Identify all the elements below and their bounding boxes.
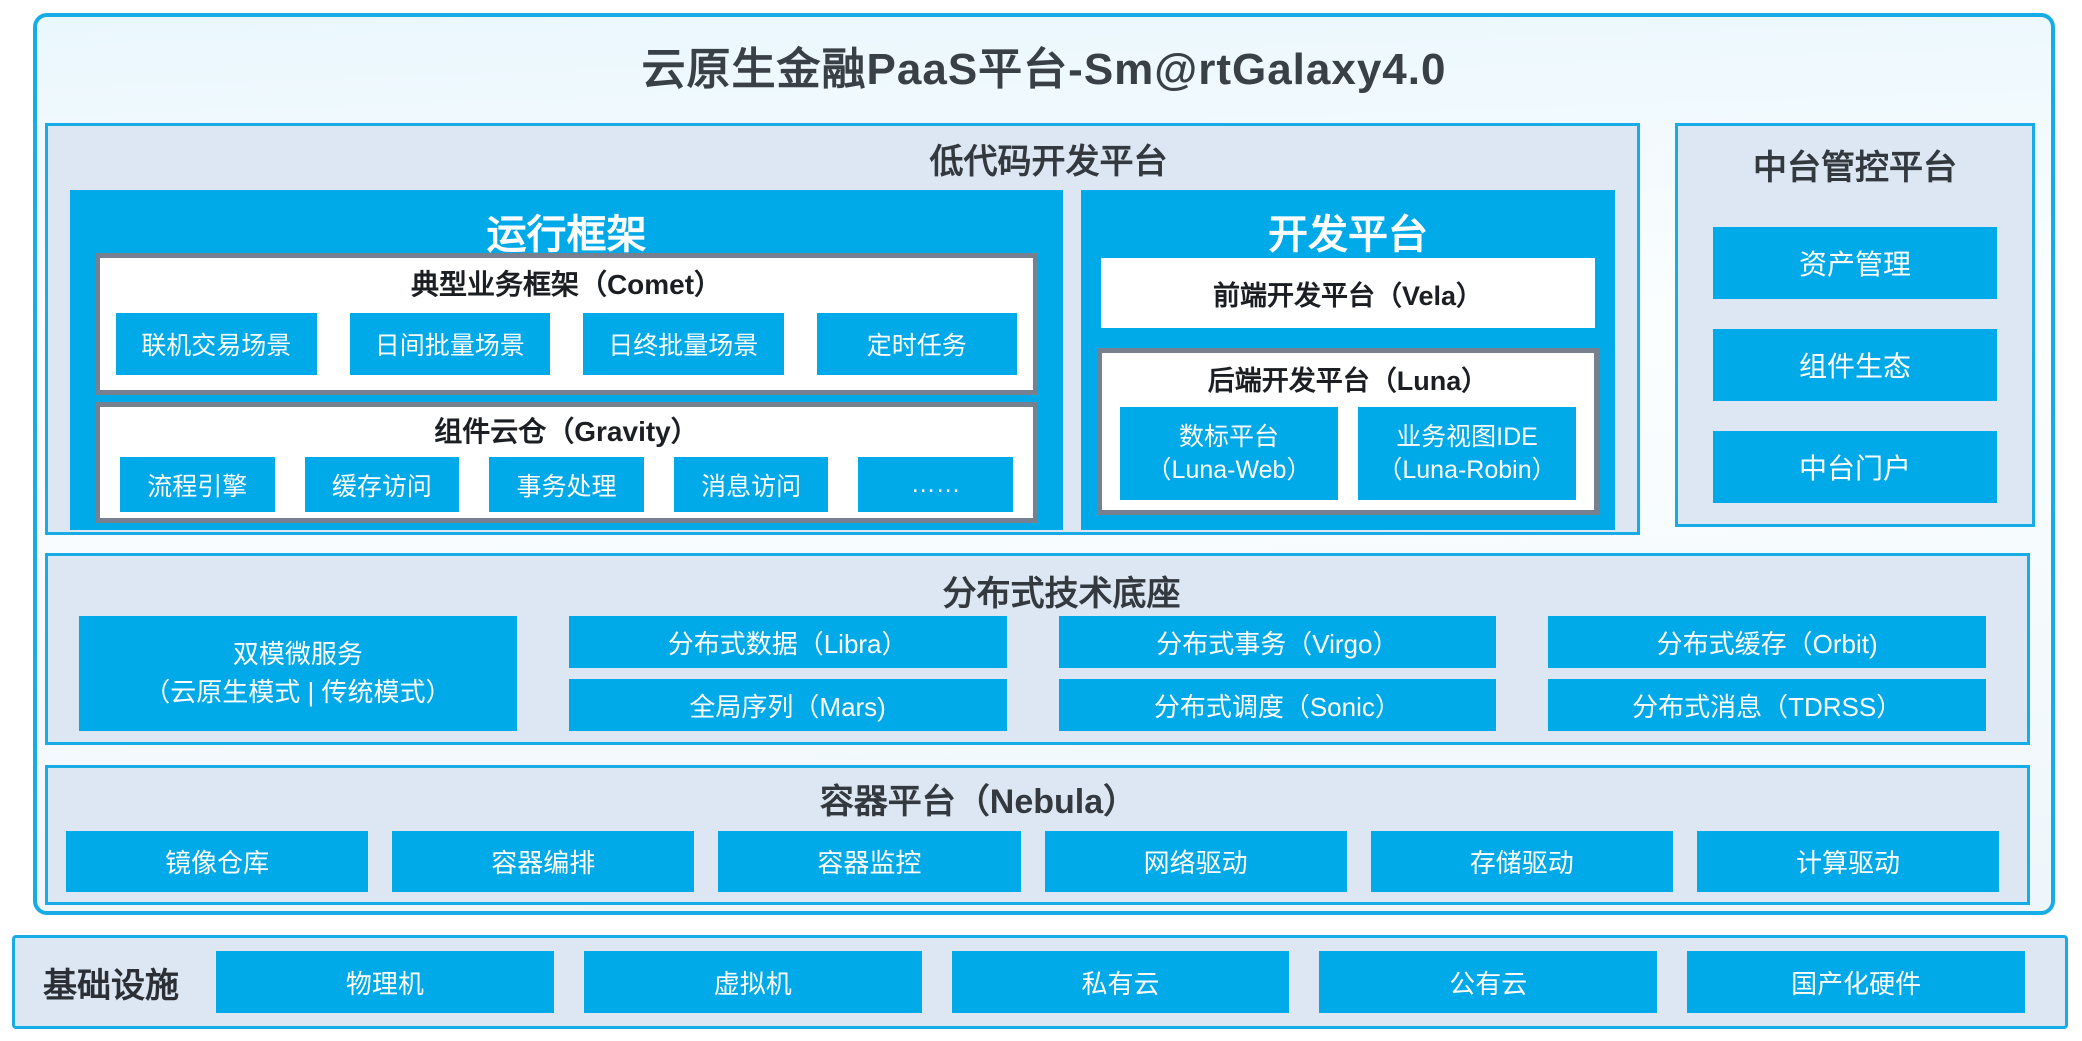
distributed-scheduling-block: 分布式调度（Sonic） (1058, 679, 1497, 731)
compute-driver-block: 计算驱动 (1696, 831, 2000, 892)
distributed-column: 双模微服务 （云原生模式 | 传统模式） (79, 616, 517, 732)
distributed-grid: 双模微服务 （云原生模式 | 传统模式） 分布式数据（Libra） 全局序列（M… (79, 616, 1986, 732)
infrastructure-panel: 基础设施 物理机 虚拟机 私有云 公有云 国产化硬件 (12, 935, 2068, 1029)
distributed-base-header: 分布式技术底座 (942, 575, 1181, 613)
gravity-warehouse-box: 组件云仓（Gravity） 流程引擎 缓存访问 事务处理 消息访问 …… (95, 402, 1038, 523)
private-cloud-block: 私有云 (951, 951, 1290, 1013)
dev-platform-title: 开发平台 (1268, 213, 1428, 257)
gravity-component-row: 流程引擎 缓存访问 事务处理 消息访问 …… (120, 457, 1013, 512)
dev-platform-box: 开发平台 前端开发平台（Vela） 后端开发平台（Luna） 数标平台 （Lun… (1081, 190, 1615, 530)
luna-web-line1: 数标平台 (1178, 423, 1279, 451)
distributed-column: 分布式事务（Virgo） 分布式调度（Sonic） (1058, 616, 1497, 732)
container-monitoring-block: 容器监控 (718, 831, 1021, 892)
comet-scenario-block: 联机交易场景 (116, 313, 317, 375)
container-platform-header: 容器平台（Nebula） (819, 783, 1138, 821)
gravity-component-block: 缓存访问 (304, 457, 460, 512)
lowcode-platform-header: 低代码开发平台 (929, 143, 1168, 181)
infrastructure-label: 基础设施 (43, 966, 179, 1005)
mid-platform-panel: 中台管控平台 资产管理 组件生态 中台门户 (1675, 123, 2035, 527)
distributed-column: 分布式缓存（Orbit) 分布式消息（TDRSS） (1548, 616, 1986, 732)
distributed-transaction-block: 分布式事务（Virgo） (1058, 616, 1497, 668)
gravity-component-block: 流程引擎 (120, 457, 275, 512)
gravity-warehouse-title: 组件云仓（Gravity） (434, 416, 699, 447)
storage-driver-block: 存储驱动 (1370, 831, 1673, 892)
global-sequence-block: 全局序列（Mars) (568, 679, 1007, 731)
dual-mode-line2: （云原生模式 | 传统模式） (144, 676, 452, 707)
luna-robin-block: 业务视图IDE （Luna-Robin） (1358, 407, 1576, 500)
luna-backend-title: 后端开发平台（Luna） (1207, 366, 1489, 396)
luna-robin-line2: （Luna-Robin） (1377, 455, 1557, 484)
infrastructure-items-row: 物理机 虚拟机 私有云 公有云 国产化硬件 (216, 951, 2025, 1013)
mid-platform-items: 资产管理 组件生态 中台门户 (1678, 227, 2032, 503)
network-driver-block: 网络驱动 (1044, 831, 1347, 892)
distributed-column: 分布式数据（Libra） 全局序列（Mars) (568, 616, 1007, 732)
luna-web-block: 数标平台 （Luna-Web） (1120, 407, 1338, 500)
mid-platform-header: 中台管控平台 (1753, 149, 1957, 187)
luna-backend-box: 后端开发平台（Luna） 数标平台 （Luna-Web） 业务视图IDE （Lu… (1097, 348, 1599, 515)
asset-management-block: 资产管理 (1713, 227, 1997, 299)
comet-framework-title: 典型业务框架（Comet） (410, 269, 723, 300)
dual-mode-microservice-block: 双模微服务 （云原生模式 | 传统模式） (79, 616, 517, 731)
distributed-data-block: 分布式数据（Libra） (568, 616, 1007, 668)
physical-machine-block: 物理机 (216, 951, 554, 1013)
distributed-base-panel: 分布式技术底座 双模微服务 （云原生模式 | 传统模式） 分布式数据（Libra… (45, 553, 2030, 745)
runtime-framework-title: 运行框架 (486, 213, 647, 257)
comet-scenario-row: 联机交易场景 日间批量场景 日终批量场景 定时任务 (116, 313, 1017, 375)
container-platform-panel: 容器平台（Nebula） 镜像仓库 容器编排 容器监控 网络驱动 存储驱动 计算… (45, 765, 2030, 905)
dual-mode-line1: 双模微服务 (232, 638, 363, 669)
lowcode-content: 运行框架 典型业务框架（Comet） 联机交易场景 日间批量场景 日终批量场景 … (70, 190, 1615, 530)
mid-platform-portal-block: 中台门户 (1713, 431, 1997, 503)
container-orchestration-block: 容器编排 (392, 831, 695, 892)
luna-tools-row: 数标平台 （Luna-Web） 业务视图IDE （Luna-Robin） (1120, 407, 1576, 500)
public-cloud-block: 公有云 (1319, 951, 1658, 1013)
vela-frontend-box: 前端开发平台（Vela） (1101, 258, 1595, 328)
image-registry-block: 镜像仓库 (66, 831, 369, 892)
comet-scenario-block: 定时任务 (816, 313, 1017, 375)
comet-framework-box: 典型业务框架（Comet） 联机交易场景 日间批量场景 日终批量场景 定时任务 (95, 253, 1038, 395)
distributed-cache-block: 分布式缓存（Orbit) (1548, 616, 1986, 668)
luna-web-line2: （Luna-Web） (1146, 455, 1312, 484)
gravity-component-block: 消息访问 (673, 457, 829, 512)
gravity-component-block: 事务处理 (489, 457, 644, 512)
comet-scenario-block: 日终批量场景 (583, 313, 784, 375)
lowcode-platform-panel: 低代码开发平台 运行框架 典型业务框架（Comet） 联机交易场景 日间批量场景… (45, 123, 1640, 535)
page-title: 云原生金融PaaS平台-Sm@rtGalaxy4.0 (641, 45, 1447, 94)
comet-scenario-block: 日间批量场景 (349, 313, 550, 375)
component-ecosystem-block: 组件生态 (1713, 329, 1997, 401)
container-items-row: 镜像仓库 容器编排 容器监控 网络驱动 存储驱动 计算驱动 (66, 831, 2000, 892)
luna-robin-line1: 业务视图IDE (1396, 423, 1538, 451)
distributed-message-block: 分布式消息（TDRSS） (1548, 679, 1986, 731)
gravity-component-ellipsis-block: …… (858, 457, 1013, 512)
platform-frame: 云原生金融PaaS平台-Sm@rtGalaxy4.0 低代码开发平台 运行框架 … (33, 13, 2055, 915)
virtual-machine-block: 虚拟机 (583, 951, 922, 1013)
runtime-framework-box: 运行框架 典型业务框架（Comet） 联机交易场景 日间批量场景 日终批量场景 … (70, 190, 1063, 530)
domestic-hardware-block: 国产化硬件 (1687, 951, 2025, 1013)
